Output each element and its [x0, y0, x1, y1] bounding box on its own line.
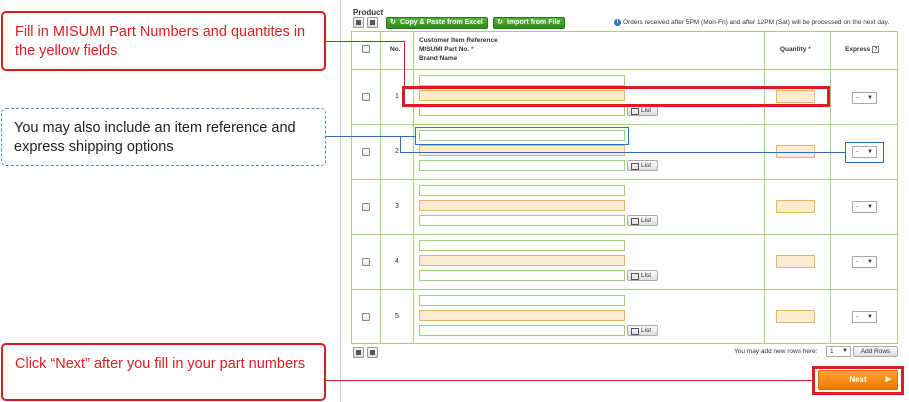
row-checkbox[interactable]: [362, 313, 370, 321]
play-arrow-icon: ▶: [885, 376, 891, 383]
connector-line: [404, 41, 405, 88]
highlight-express: [845, 142, 884, 163]
select-all-icon[interactable]: [353, 347, 364, 358]
express-select[interactable]: -▼: [852, 201, 877, 213]
row-number: 5: [395, 313, 399, 320]
list-button[interactable]: List: [627, 325, 658, 336]
part-number-input[interactable]: [419, 90, 625, 101]
brand-input[interactable]: [419, 325, 625, 336]
quantity-input[interactable]: [776, 200, 815, 213]
callout-optional: You may also include an item reference a…: [1, 108, 326, 166]
highlight-next: [812, 366, 904, 395]
rows-count-select[interactable]: 1▼: [826, 346, 851, 357]
delete-icon[interactable]: [367, 347, 378, 358]
row-checkbox[interactable]: [362, 258, 370, 266]
col-divider: [413, 32, 414, 343]
row-divider: [352, 234, 897, 235]
row-divider: [352, 124, 897, 125]
row-divider: [352, 289, 897, 290]
row-number: 1: [395, 93, 399, 100]
row-divider: [352, 179, 897, 180]
quantity-input[interactable]: [776, 145, 815, 158]
brand-input[interactable]: [419, 270, 625, 281]
product-label: Product: [353, 8, 384, 17]
quantity-input[interactable]: [776, 255, 815, 268]
list-button[interactable]: List: [627, 215, 658, 226]
header-quantity: Quantity *: [780, 46, 811, 53]
col-divider: [764, 32, 765, 343]
next-button[interactable]: Next▶: [818, 370, 898, 390]
header-express: Express?: [845, 46, 880, 54]
express-select[interactable]: -▼: [852, 146, 877, 158]
quantity-input[interactable]: [776, 90, 815, 103]
connector-line: [326, 136, 400, 137]
select-all-checkbox[interactable]: [362, 45, 370, 53]
header-no: No.: [390, 46, 401, 53]
highlight-part-qty: [402, 86, 830, 107]
list-button[interactable]: List: [627, 270, 658, 281]
express-select[interactable]: -▼: [852, 92, 877, 104]
row-number: 3: [395, 203, 399, 210]
customer-ref-input[interactable]: [419, 295, 625, 306]
customer-ref-input[interactable]: [419, 130, 625, 141]
add-rows-note: You may add new rows here:: [734, 348, 818, 355]
row-divider: [352, 69, 897, 70]
connector-line: [400, 136, 416, 137]
part-number-input[interactable]: [419, 145, 625, 156]
part-number-input[interactable]: [419, 200, 625, 211]
col-divider: [380, 32, 381, 343]
callout-fill-in: Fill in MISUMI Part Numbers and quantite…: [1, 11, 326, 71]
delete-icon[interactable]: [367, 17, 378, 28]
connector-line: [400, 152, 846, 153]
copy-paste-excel-button[interactable]: Copy & Paste from Excel: [386, 17, 488, 29]
express-select[interactable]: -▼: [852, 256, 877, 268]
notice-text: Orders received after 5PM (Mon-Fri) and …: [623, 19, 890, 27]
part-number-input[interactable]: [419, 255, 625, 266]
info-icon: i: [614, 19, 621, 26]
row-checkbox[interactable]: [362, 203, 370, 211]
help-icon[interactable]: ?: [872, 46, 880, 53]
brand-input[interactable]: [419, 215, 625, 226]
header-brand: Brand Name: [419, 55, 458, 62]
import-file-button[interactable]: Import from File: [493, 17, 566, 29]
customer-ref-input[interactable]: [419, 75, 625, 86]
customer-ref-input[interactable]: [419, 240, 625, 251]
quantity-input[interactable]: [776, 310, 815, 323]
express-select[interactable]: -▼: [852, 311, 877, 323]
add-rows-button[interactable]: Add Rows: [853, 346, 898, 357]
header-customer-ref: Customer Item Reference: [419, 37, 498, 44]
connector-line: [326, 380, 813, 381]
connector-line: [326, 41, 405, 42]
brand-input[interactable]: [419, 160, 625, 171]
highlight-customer-ref: [415, 127, 629, 145]
part-number-input[interactable]: [419, 310, 625, 321]
connector-line: [400, 136, 401, 152]
header-part-no: MISUMI Part No. *: [419, 46, 474, 53]
list-button[interactable]: List: [627, 160, 658, 171]
select-all-icon[interactable]: [353, 17, 364, 28]
row-number: 4: [395, 258, 399, 265]
order-table: [351, 31, 898, 344]
callout-next: Click “Next” after you fill in your part…: [1, 343, 326, 401]
row-checkbox[interactable]: [362, 93, 370, 101]
row-checkbox[interactable]: [362, 148, 370, 156]
customer-ref-input[interactable]: [419, 185, 625, 196]
row-number: 2: [395, 148, 399, 155]
col-divider: [830, 32, 831, 343]
